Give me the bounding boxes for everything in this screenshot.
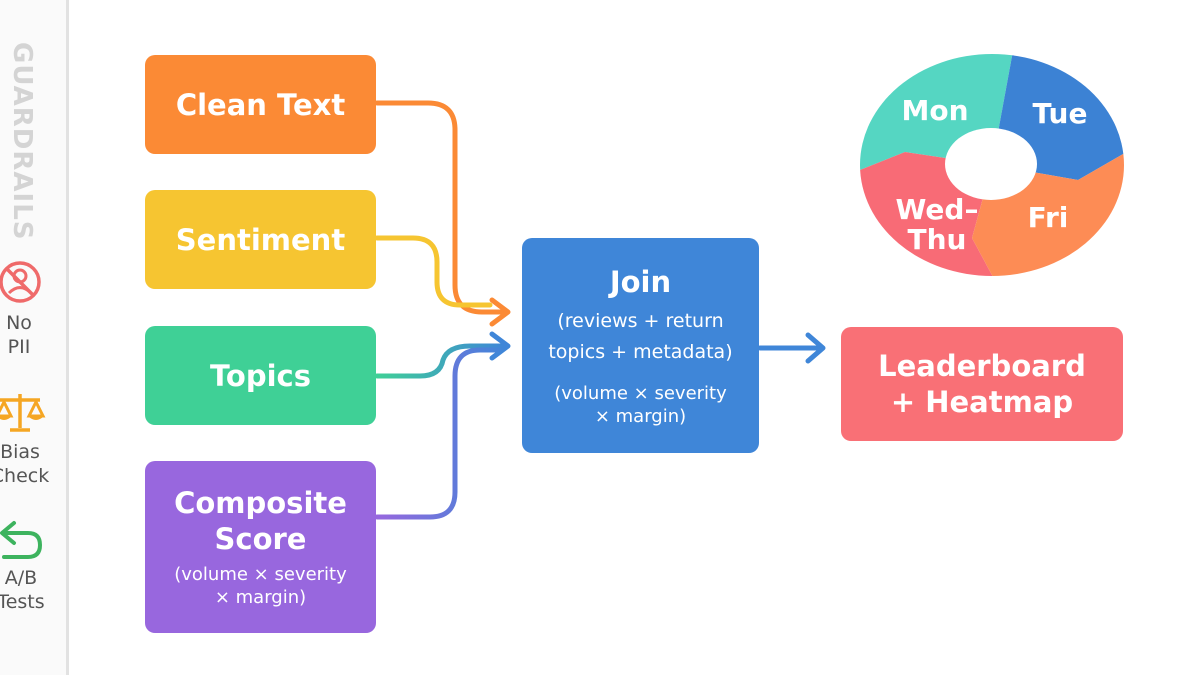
- topics-label: Topics: [209, 358, 311, 393]
- connector-clean-text: [374, 100, 508, 315]
- clean-text-label: Clean Text: [175, 87, 346, 122]
- join-sub-line-2: × margin): [594, 405, 687, 427]
- composite-sub-line-2: × margin): [214, 587, 307, 608]
- no-pii-label: No PII: [6, 312, 32, 358]
- composite-title-line-1: Composite: [174, 486, 347, 520]
- scales-icon: [0, 394, 46, 432]
- connector-topics: [374, 343, 508, 379]
- composite-title-line-2: Score: [214, 522, 307, 556]
- donut-hole: [945, 128, 1037, 200]
- guardrails-sidebar: GUARDRAILS No PII Bias Check A/B Tests: [0, 0, 69, 675]
- join-line-1: (reviews + return: [557, 309, 724, 332]
- sentiment-label: Sentiment: [175, 222, 346, 257]
- composite-score-node: Composite Score (volume × severity × mar…: [145, 461, 376, 633]
- output-title-line-1: Leaderboard: [878, 349, 1086, 383]
- bias-check-label: Bias Check: [0, 441, 50, 487]
- join-sub-line-1: (volume × severity: [554, 382, 727, 404]
- undo-arrow-icon: [0, 521, 43, 559]
- donut-label-mon: Mon: [901, 94, 969, 127]
- guardrails-title: GUARDRAILS: [7, 42, 37, 241]
- no-pii-icon: [0, 261, 41, 303]
- donut-label-fri: Fri: [1027, 201, 1069, 234]
- sentiment-node: Sentiment: [145, 190, 376, 289]
- leaderboard-heatmap-node: Leaderboard + Heatmap: [841, 327, 1123, 441]
- connector-composite: [374, 347, 503, 520]
- join-line-2: topics + metadata): [548, 340, 733, 363]
- connector-sentiment: [374, 235, 493, 308]
- ab-tests-label: A/B Tests: [0, 567, 45, 613]
- topics-node: Topics: [145, 326, 376, 425]
- join-title: Join: [609, 264, 672, 299]
- output-title-line-2: + Heatmap: [890, 385, 1074, 419]
- composite-sub-line-1: (volume × severity: [174, 564, 347, 585]
- donut-label-tue: Tue: [1032, 97, 1088, 130]
- join-node: Join (reviews + return topics + metadata…: [522, 238, 759, 453]
- donut-label-wed-thu: Wed– Thu: [895, 193, 979, 256]
- clean-text-node: Clean Text: [145, 55, 376, 154]
